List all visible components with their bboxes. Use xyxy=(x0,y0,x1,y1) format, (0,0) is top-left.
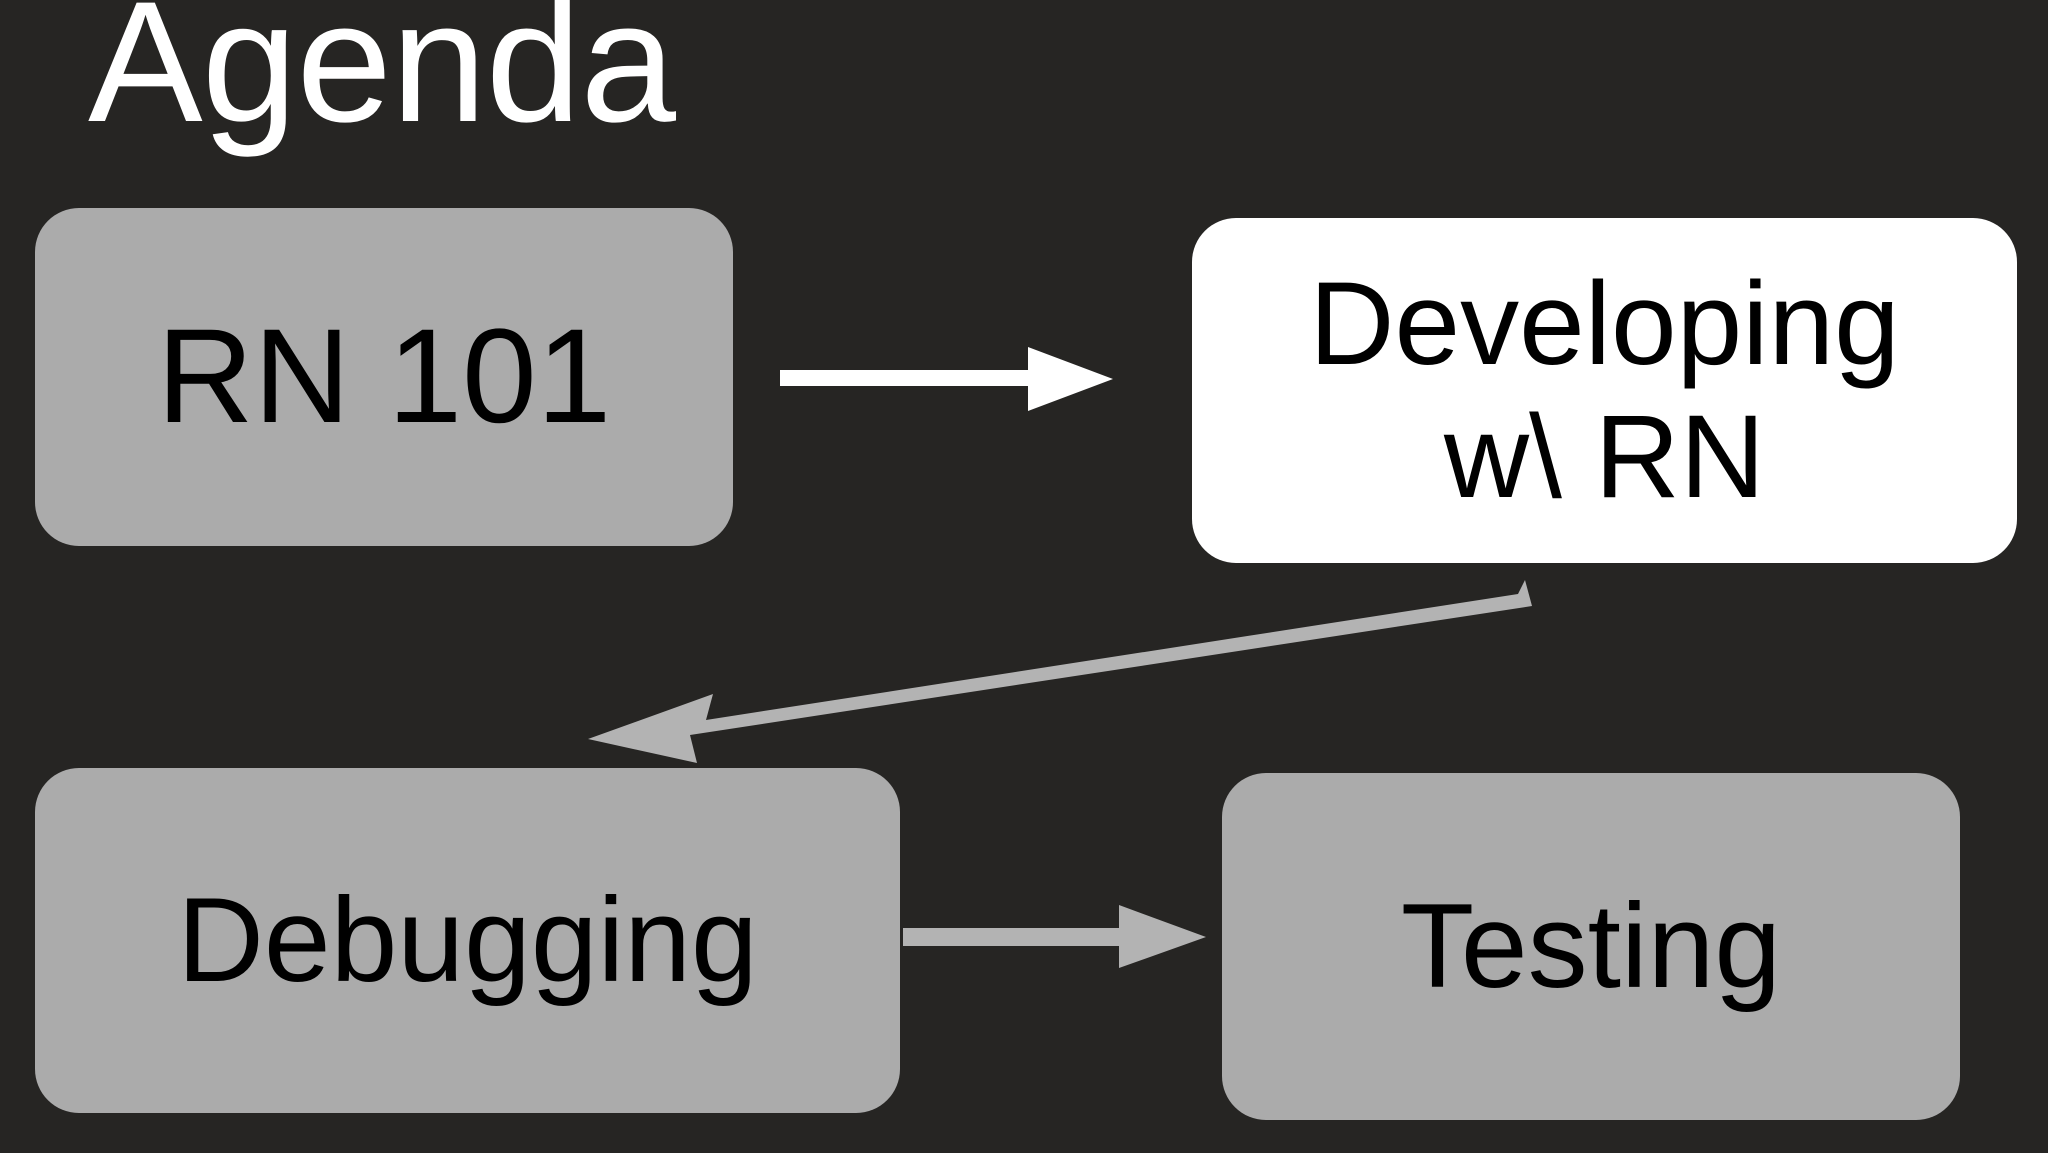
flow-node-developing-label: Developing w\ RN xyxy=(1309,258,1899,522)
page-title: Agenda xyxy=(88,0,676,158)
arrow-debugging-to-testing xyxy=(903,905,1206,968)
arrow-developing-to-debugging xyxy=(588,580,1532,763)
flow-node-testing-label: Testing xyxy=(1400,879,1782,1014)
flow-node-developing[interactable]: Developing w\ RN xyxy=(1192,218,2017,563)
flow-node-debugging[interactable]: Debugging xyxy=(35,768,900,1113)
flow-node-debugging-label: Debugging xyxy=(177,873,758,1008)
flow-node-rn101-label: RN 101 xyxy=(156,301,612,451)
flow-node-developing-line1: Developing xyxy=(1309,258,1900,391)
arrow-rn101-to-developing xyxy=(780,347,1113,411)
flow-node-testing[interactable]: Testing xyxy=(1222,773,1960,1120)
flow-node-rn101[interactable]: RN 101 xyxy=(35,208,733,546)
flow-node-developing-line2: w\ RN xyxy=(1443,390,1766,523)
